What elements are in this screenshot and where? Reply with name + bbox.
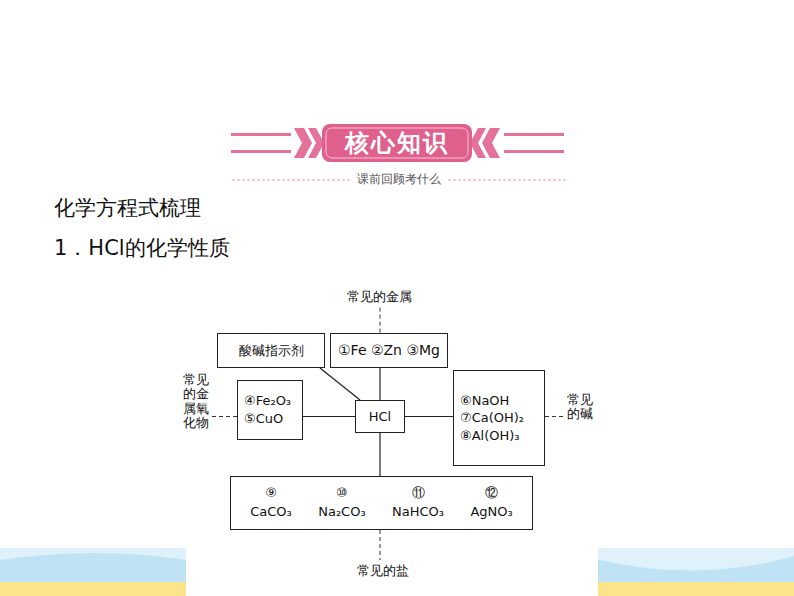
connector	[379, 368, 380, 400]
node-text: ⑧Al(OH)₃	[460, 427, 520, 445]
leader-line	[380, 530, 381, 560]
connector	[320, 368, 360, 400]
leader-line	[380, 308, 381, 333]
category-box: 酸碱指示剂	[217, 333, 325, 368]
banner-stripes	[231, 128, 564, 158]
node-text: ⑫ AgNO₃	[470, 484, 512, 522]
connector	[405, 416, 453, 417]
connector	[379, 433, 380, 476]
category-box: ⑨ CaCO₃ ⑩ Na₂CO₃ ⑪ NaHCO₃ ⑫ AgNO₃	[230, 476, 533, 530]
bottom-band	[0, 548, 794, 596]
category-label: 常见的碱	[567, 393, 593, 422]
node-text: ⑩ Na₂CO₃	[318, 484, 365, 522]
node-text: 酸碱指示剂	[239, 342, 304, 360]
node-text: ⑥NaOH	[460, 392, 509, 410]
category-label: 常见的金属	[347, 289, 412, 305]
category-label: 常见的金属氧化物	[183, 373, 209, 430]
category-label: 常见的盐	[357, 563, 409, 579]
white-panel	[186, 548, 598, 596]
subtitle-rule	[448, 180, 566, 181]
section-heading: 1．HCl的化学性质	[54, 236, 230, 261]
banner-text: 核心知识	[333, 129, 461, 158]
wave	[0, 548, 794, 596]
category-box: ④Fe₂O₃⑤CuO	[237, 380, 303, 440]
banner-text: 课前回顾考什么	[352, 172, 446, 186]
subtitle-rule	[232, 180, 350, 181]
node-text: HCl	[369, 408, 391, 426]
center-box: HCl	[355, 400, 405, 433]
category-box: ①Fe ②Zn ③Mg	[330, 333, 448, 368]
banner-inner	[326, 128, 468, 158]
heading: 化学方程式梳理	[54, 196, 201, 221]
leader-line	[545, 416, 564, 417]
node-text: ①Fe ②Zn ③Mg	[338, 341, 440, 360]
banner-box	[322, 124, 472, 162]
node-text: ⑨ CaCO₃	[250, 484, 292, 522]
node-text: ④Fe₂O₃	[244, 392, 291, 410]
node-text: ⑦Ca(OH)₂	[460, 409, 524, 427]
node-text: ⑪ NaHCO₃	[392, 484, 444, 522]
node-text: ⑤CuO	[244, 410, 283, 428]
leader-line	[212, 416, 237, 417]
category-box: ⑥NaOH⑦Ca(OH)₂⑧Al(OH)₃	[453, 370, 545, 466]
connector	[303, 416, 355, 417]
